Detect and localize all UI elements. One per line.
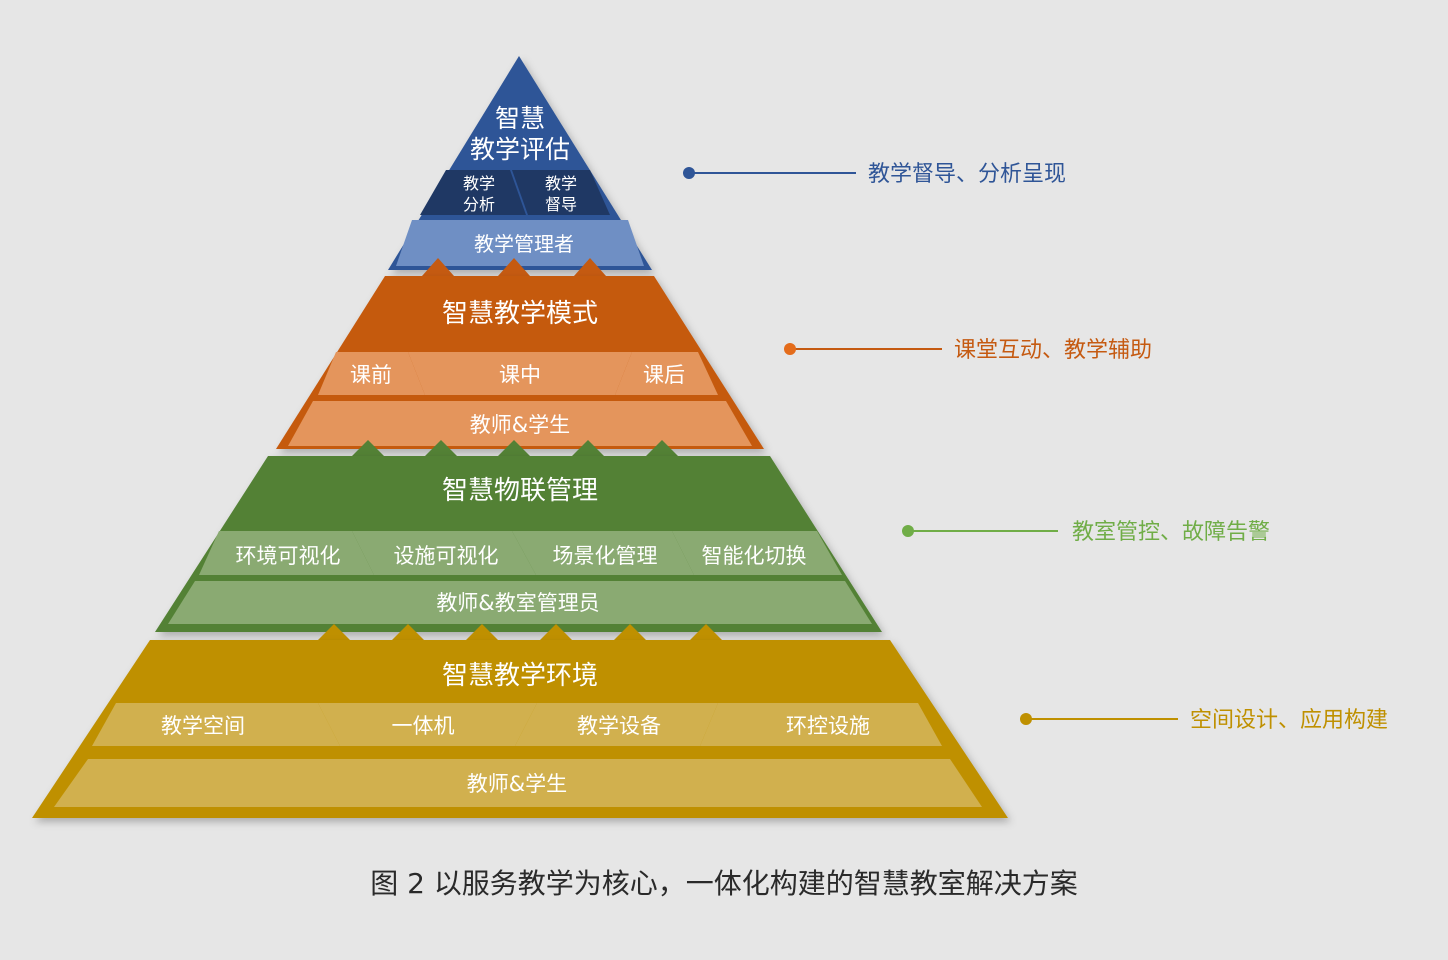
layer-bottom-cell-0 — [92, 703, 340, 746]
arrow-up-icon — [392, 624, 424, 640]
annotation-second-label: 课堂互动、教学辅助 — [954, 338, 1152, 363]
arrows-top-to-second — [422, 258, 606, 276]
layer-top-cell-right-line2: 督导 — [545, 195, 577, 214]
arrow-up-icon — [572, 440, 604, 456]
layer-top-cell-right-line1: 教学 — [545, 174, 577, 193]
arrow-up-icon — [614, 624, 646, 640]
layer-second-cell-1 — [408, 352, 632, 395]
layer-bottom-cell-2 — [515, 703, 718, 746]
layer-top-cell-left — [420, 170, 526, 215]
layer-bottom-base-band — [54, 759, 982, 807]
arrow-up-icon — [540, 624, 572, 640]
layer-bottom-cell-label: 教学设备 — [577, 714, 661, 738]
layer-third-cell-label: 智能化切换 — [702, 544, 807, 568]
arrow-up-icon — [646, 440, 678, 456]
layer-third-cell-2 — [512, 531, 694, 575]
layer-second-cell-label: 课后 — [643, 363, 685, 387]
layer-bottom-title: 智慧教学环境 — [442, 661, 598, 691]
arrow-up-icon — [318, 624, 350, 640]
layer-third-cell-1 — [352, 531, 536, 575]
arrow-up-icon — [425, 440, 457, 456]
layer-bottom-cell-label: 环控设施 — [786, 714, 870, 738]
layer-second-cell-0 — [318, 352, 425, 395]
layer-second-base-band — [288, 401, 752, 446]
layer-second-cell-label: 课前 — [350, 363, 392, 387]
layer-third-cell-3 — [672, 531, 842, 575]
layer-top-cell-right — [512, 170, 610, 215]
annotation-bottom-dot — [1020, 713, 1032, 725]
layer-third-base-label: 教师&教室管理员 — [436, 591, 599, 615]
arrow-up-icon — [690, 624, 722, 640]
annotation-bottom-label: 空间设计、应用构建 — [1190, 708, 1388, 733]
layer-third-cell-0 — [199, 531, 374, 575]
layer-top-cell-left-line2: 分析 — [463, 195, 495, 214]
arrows-second-to-third — [352, 440, 678, 456]
layer-bottom-cell-label: 一体机 — [392, 714, 455, 738]
layer-teaching-evaluation — [388, 56, 652, 270]
layer-bottom-base-label: 教师&学生 — [467, 772, 567, 796]
figure-caption: 图 2 以服务教学为核心，一体化构建的智慧教室解决方案 — [370, 867, 1078, 900]
layer-top-base-label: 教学管理者 — [474, 232, 574, 256]
annotation-top-label: 教学督导、分析呈现 — [868, 162, 1066, 187]
annotation-bottom: 空间设计、应用构建 — [1020, 708, 1388, 733]
layer-top-base-band — [396, 220, 644, 266]
layer-bottom-cell-label: 教学空间 — [161, 714, 245, 738]
layer-third-title: 智慧物联管理 — [442, 476, 598, 506]
arrow-up-icon — [574, 258, 606, 276]
layer-third-cell-label: 场景化管理 — [553, 544, 658, 568]
layer-top-background — [388, 56, 652, 270]
arrows-third-to-bottom — [318, 624, 722, 640]
layer-third-cell-label: 设施可视化 — [394, 544, 499, 568]
annotation-top: 教学督导、分析呈现 — [683, 162, 1066, 187]
annotation-second-dot — [784, 343, 796, 355]
layer-top-title-line2: 教学评估 — [470, 135, 570, 164]
layer-bottom-cell-3 — [700, 703, 942, 746]
layer-second-base-label: 教师&学生 — [470, 413, 570, 437]
layer-second-title: 智慧教学模式 — [442, 299, 598, 329]
arrow-up-icon — [422, 258, 454, 276]
arrow-up-icon — [352, 440, 384, 456]
annotation-third-label: 教室管控、故障告警 — [1072, 520, 1270, 545]
layer-third-cell-label: 环境可视化 — [236, 544, 341, 568]
annotation-second: 课堂互动、教学辅助 — [784, 338, 1152, 363]
layer-bottom-cell-1 — [318, 703, 537, 746]
annotation-top-dot — [683, 167, 695, 179]
layer-top-title-line1: 智慧 — [495, 104, 545, 133]
arrow-up-icon — [498, 440, 530, 456]
layer-second-cell-label: 课中 — [499, 363, 541, 387]
layer-second-cell-2 — [615, 352, 718, 395]
layer-third-base-band — [168, 581, 872, 624]
arrow-up-icon — [498, 258, 530, 276]
annotation-third-dot — [902, 525, 914, 537]
layer-top-cell-left-line1: 教学 — [463, 174, 495, 193]
arrow-up-icon — [466, 624, 498, 640]
annotation-third: 教室管控、故障告警 — [902, 520, 1270, 545]
